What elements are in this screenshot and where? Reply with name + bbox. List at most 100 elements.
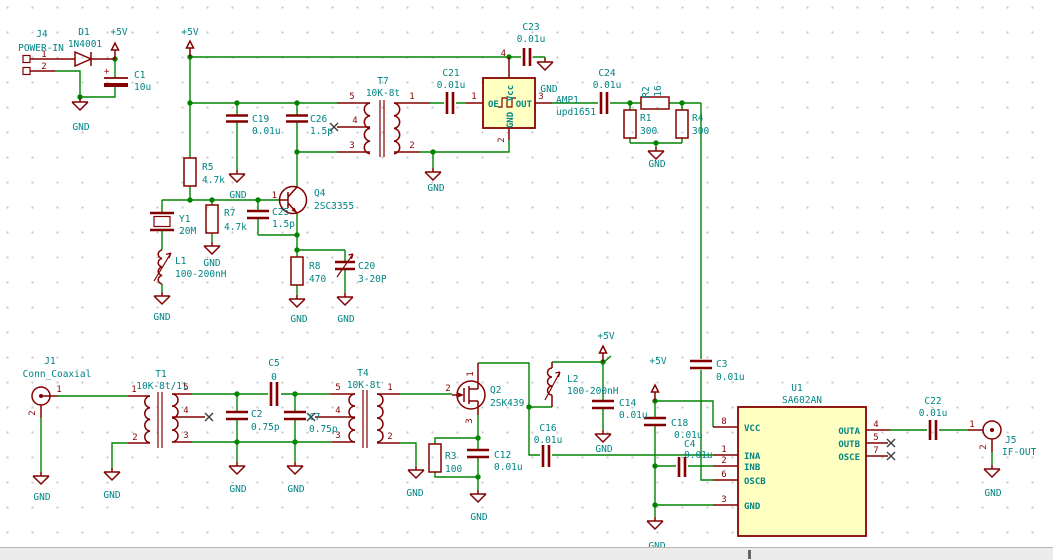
gnd-symbol[interactable] — [646, 516, 664, 530]
capacitor-C26[interactable] — [286, 114, 308, 123]
value-label-C19: 0.01u — [252, 126, 281, 137]
transformer-T7[interactable] — [329, 100, 430, 157]
gnd-symbol[interactable] — [288, 294, 306, 308]
value-label-R2: 16 — [653, 85, 664, 97]
square-wave-icon — [498, 97, 516, 108]
ref-label-C14: C14 — [619, 398, 636, 409]
ic-AMP1[interactable] — [466, 57, 552, 140]
gnd-symbol[interactable] — [71, 97, 89, 111]
ref-label-C23: C23 — [522, 22, 539, 33]
value-label-R4: 300 — [692, 126, 709, 137]
capacitor-C24[interactable] — [599, 92, 609, 114]
resistor-R5[interactable] — [183, 157, 197, 187]
resistor-R2[interactable] — [640, 96, 670, 110]
gnd-symbol[interactable] — [469, 489, 487, 503]
transformer-T1[interactable] — [128, 392, 214, 448]
ref-label-R1: R1 — [640, 113, 652, 124]
ref-label-R7: R7 — [224, 208, 235, 219]
capacitor-C22[interactable] — [928, 420, 938, 440]
power-flag-5v[interactable] — [110, 42, 120, 60]
gnd-symbol[interactable] — [407, 465, 425, 479]
gnd-symbol[interactable] — [32, 471, 50, 485]
power-flag-5v[interactable] — [185, 40, 195, 58]
connector-J4[interactable] — [22, 54, 55, 76]
capacitor-C19[interactable] — [226, 114, 248, 123]
horizontal-scrollbar[interactable] — [0, 547, 1053, 560]
pin-number: 2 — [497, 137, 507, 142]
gnd-symbol[interactable] — [103, 467, 121, 481]
capacitor-C5[interactable] — [269, 382, 279, 406]
gnd-symbol[interactable] — [424, 167, 442, 181]
resistor-R1[interactable] — [623, 109, 637, 139]
pin-name-inb: INB — [744, 463, 761, 473]
gnd-symbol[interactable] — [153, 291, 171, 305]
gnd-symbol[interactable] — [536, 57, 554, 71]
ic-U1[interactable] — [713, 406, 896, 537]
capacitor-C20[interactable] — [335, 253, 355, 278]
capacitor-C7[interactable] — [284, 410, 306, 421]
pin-number: 1 — [41, 50, 46, 60]
value-label-C16: 0.01u — [534, 435, 563, 446]
power-flag-5v[interactable] — [650, 384, 660, 402]
resistor-R7[interactable] — [205, 204, 219, 234]
resistor-R8[interactable] — [290, 256, 304, 286]
pin-number: 4 — [335, 406, 340, 416]
pin-number: 1 — [969, 420, 974, 430]
transistor-Q4[interactable] — [278, 185, 308, 215]
capacitor-C21[interactable] — [445, 92, 455, 114]
gnd-symbol[interactable] — [286, 461, 304, 475]
value-label-Q4: 2SC3355 — [314, 201, 354, 212]
gnd-symbol[interactable] — [228, 169, 246, 183]
pin-number: 1 — [56, 385, 61, 395]
capacitor-C23[interactable] — [522, 48, 532, 66]
value-label-C25: 1.5p — [272, 219, 295, 230]
capacitor-C16[interactable] — [541, 445, 551, 467]
value-label-Q2: 2SK439 — [490, 398, 525, 409]
value-label-T4: 10K-8t — [347, 380, 381, 391]
pin-number: 1 — [471, 92, 476, 102]
value-label-J4: POWER-IN — [18, 43, 64, 54]
value-label-C22: 0.01u — [919, 408, 948, 419]
gnd-symbol[interactable] — [203, 241, 221, 255]
capacitor-C14[interactable] — [592, 399, 614, 410]
pin-name-outa: OUTA — [838, 427, 860, 437]
ref-label-L1: L1 — [175, 256, 187, 267]
net-label-gnd: GND — [229, 484, 246, 495]
capacitor-C1[interactable] — [104, 77, 128, 87]
power-flag-5v[interactable] — [598, 345, 608, 363]
gnd-symbol[interactable] — [228, 461, 246, 475]
value-label-C14: 0.01u — [619, 410, 648, 421]
capacitor-C25[interactable] — [247, 209, 269, 220]
pin-number: 5 — [183, 383, 188, 393]
net-label-gnd: GND — [33, 492, 50, 503]
inductor-L2[interactable] — [544, 362, 561, 407]
resistor-R4[interactable] — [675, 109, 689, 139]
gnd-symbol[interactable] — [647, 146, 665, 160]
net-label-5v: +5V — [181, 27, 198, 38]
coax-connector-J5[interactable] — [968, 420, 1002, 452]
inductor-L1[interactable] — [153, 249, 172, 285]
value-label-C7: 0.75p — [309, 424, 338, 435]
scrollbar-thumb[interactable] — [748, 550, 751, 559]
transistor-Q2[interactable] — [452, 363, 486, 415]
ref-label-R4: R4 — [692, 113, 704, 124]
gnd-symbol[interactable] — [336, 292, 354, 306]
transformer-T4[interactable] — [306, 390, 400, 448]
pin-number: 3 — [538, 92, 543, 102]
coax-connector-J1[interactable] — [31, 386, 58, 418]
ref-label-R3: R3 — [445, 451, 456, 462]
crystal-Y1[interactable] — [150, 211, 174, 232]
resistor-R3[interactable] — [428, 443, 442, 473]
capacitor-C4[interactable] — [677, 457, 687, 477]
capacitor-C3[interactable] — [690, 359, 712, 370]
capacitor-C18[interactable] — [644, 416, 666, 427]
capacitor-C12[interactable] — [467, 448, 489, 459]
diode-D1[interactable] — [55, 50, 115, 68]
pin-number: 3 — [465, 418, 475, 423]
capacitor-C2[interactable] — [226, 410, 248, 421]
value-label-T1: 10K-8t/1t — [136, 381, 187, 392]
gnd-symbol[interactable] — [983, 464, 1001, 478]
ref-label-R8: R8 — [309, 261, 321, 272]
gnd-symbol[interactable] — [594, 429, 612, 443]
